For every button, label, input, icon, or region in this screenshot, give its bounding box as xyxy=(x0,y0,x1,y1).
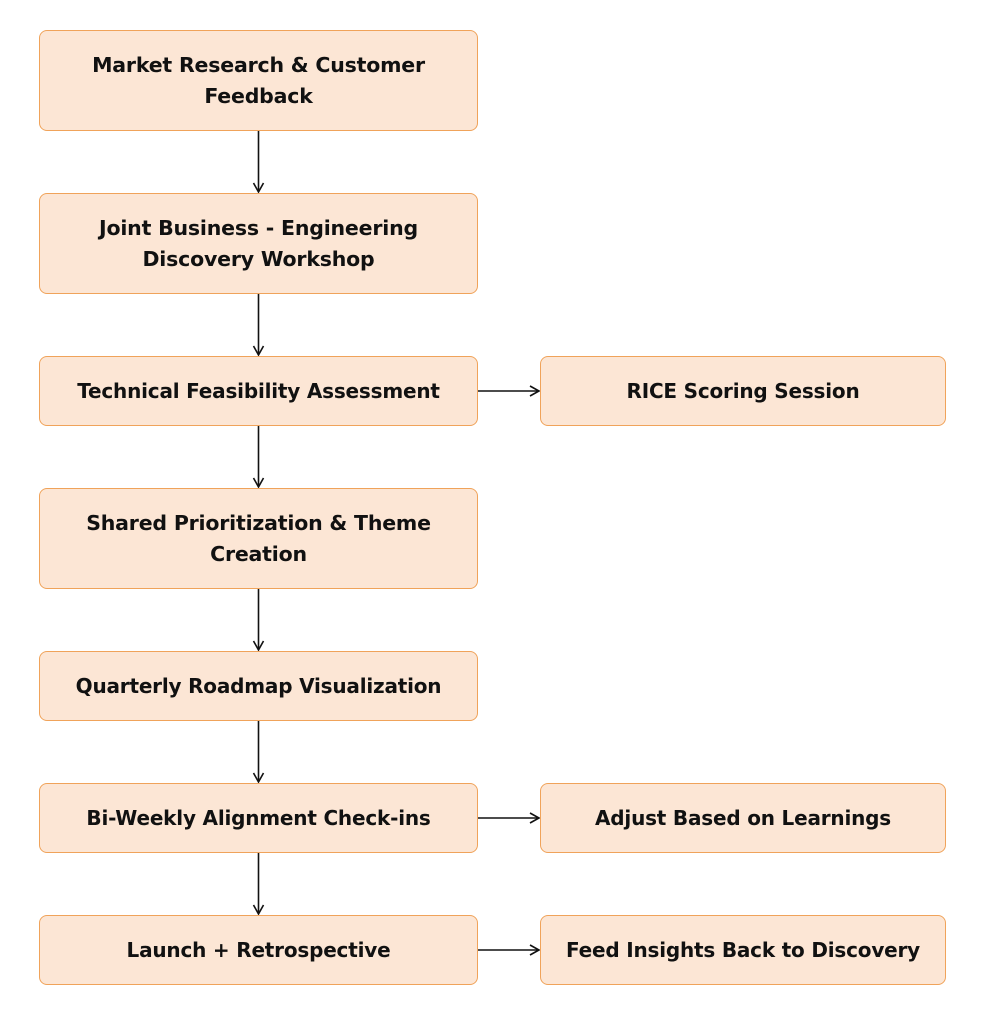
node-prioritization: Shared Prioritization & Theme Creation xyxy=(39,488,478,589)
node-quarterly-roadmap: Quarterly Roadmap Visualization xyxy=(39,651,478,721)
node-launch-retrospective-label: Launch + Retrospective xyxy=(126,937,391,962)
node-quarterly-roadmap-label: Quarterly Roadmap Visualization xyxy=(75,673,442,698)
node-adjust-learnings: Adjust Based on Learnings xyxy=(540,783,946,853)
node-technical-feasibility: Technical Feasibility Assessment xyxy=(39,356,478,426)
node-alignment-checkins-label: Bi-Weekly Alignment Check-ins xyxy=(86,805,431,830)
node-market-research: Market Research & Customer Feedback xyxy=(39,30,478,131)
node-alignment-checkins: Bi-Weekly Alignment Check-ins xyxy=(39,783,478,853)
node-rice-scoring-label: RICE Scoring Session xyxy=(626,378,860,403)
node-discovery-workshop: Joint Business - Engineering Discovery W… xyxy=(39,193,478,294)
node-market-research-label: Market Research & Customer Feedback xyxy=(92,52,425,108)
node-feed-insights: Feed Insights Back to Discovery xyxy=(540,915,946,985)
node-feed-insights-label: Feed Insights Back to Discovery xyxy=(565,937,921,962)
node-discovery-workshop-label: Joint Business - Engineering Discovery W… xyxy=(99,215,418,271)
node-prioritization-label: Shared Prioritization & Theme Creation xyxy=(86,510,431,566)
node-technical-feasibility-label: Technical Feasibility Assessment xyxy=(77,378,440,403)
node-rice-scoring: RICE Scoring Session xyxy=(540,356,946,426)
node-launch-retrospective: Launch + Retrospective xyxy=(39,915,478,985)
node-adjust-learnings-label: Adjust Based on Learnings xyxy=(595,805,891,830)
